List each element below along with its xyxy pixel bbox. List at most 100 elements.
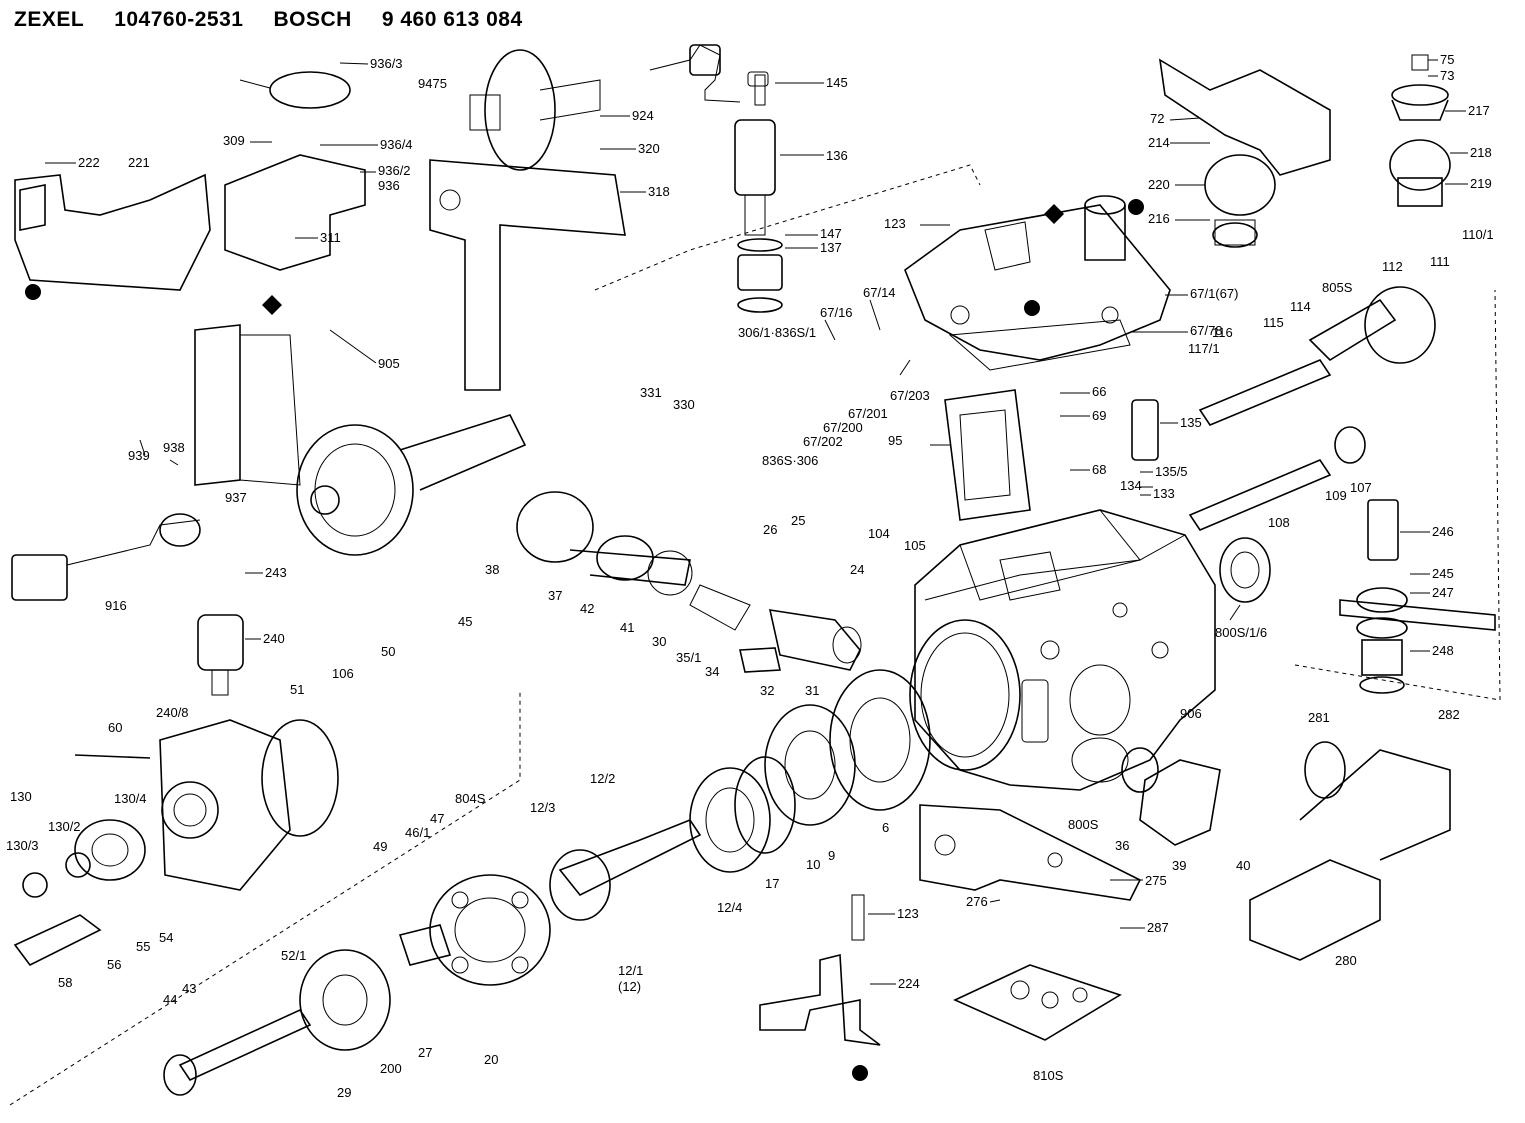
bracket-937 [194,324,301,486]
callout-label: 104 [868,526,890,541]
bracket-224 [759,894,881,1046]
connector-924 [649,44,741,103]
vacuum-unit-924 [469,49,601,171]
callout-label: 220 [1148,177,1170,192]
callout-label: 217 [1468,103,1490,118]
callout-label: 218 [1470,145,1492,160]
callout-label: 30 [652,634,666,649]
callout-label: 245 [1432,566,1454,581]
drive-shaft-12-1 [549,819,702,921]
callout-label: 75 [1440,52,1454,67]
callout-label: 67/78 [1190,323,1223,338]
callout-label: 214 [1148,135,1170,150]
filled-diamond-marker [1044,204,1064,224]
callout-label: 137 [820,240,842,255]
cold-start-device-280 [1249,749,1451,961]
callout-label: 800S [1068,817,1099,832]
callout-leader [824,319,836,341]
callout-label: 906 [1180,706,1202,721]
callout-label: 936/4 [380,137,413,152]
callout-label: 67/202 [803,434,843,449]
callout-label: 24 [850,562,864,577]
callout-label: 42 [580,601,594,616]
flange-6 [734,669,931,854]
callout-label: 67/203 [890,388,930,403]
filled-diamond-marker [262,295,282,315]
pump-housing [909,509,1216,791]
callout-label: 39 [1172,858,1186,873]
lever-assembly-246 [1339,499,1496,694]
filled-circle-marker [1128,199,1144,215]
callout-label: 27 [418,1045,432,1060]
callout-label: 306/1·836S/1 [738,325,816,340]
callout-label: 219 [1470,176,1492,191]
callout-label: 222 [78,155,100,170]
callout-label: 147 [820,226,842,241]
callout-label: 804S [455,791,486,806]
callout-label: 6 [882,820,889,835]
callout-label: 130/2 [48,819,81,834]
callout-label: 32 [760,683,774,698]
callout-label: 58 [58,975,72,990]
callout-label: 108 [1268,515,1290,530]
seal-800s-1-6 [1219,537,1271,603]
callout-label: 134 [1120,478,1142,493]
cold-start-connector-916 [11,513,201,601]
callout-label: 280 [1335,953,1357,968]
callout-label: 936/3 [370,56,403,71]
callout-label: 243 [265,565,287,580]
valve-135 [1131,399,1159,461]
callout-label: 55 [136,939,150,954]
callout-label: 248 [1432,643,1454,658]
callout-label: 939 [128,448,150,463]
fitting-58 [13,914,102,967]
callout-label: 54 [159,930,173,945]
plunger-assembly-37 [516,491,751,631]
callout-label: 12/2 [590,771,615,786]
callout-label: 924 [632,108,654,123]
callout-leader [139,439,146,456]
callout-label: 29 [337,1085,351,1100]
callout-label: 26 [763,522,777,537]
callout-label: 67/200 [823,420,863,435]
solenoid-240 [197,614,244,696]
distributor-head-50 [159,719,339,891]
callout-label: 69 [1092,408,1106,423]
callout-label: 34 [705,664,719,679]
maker-bosch: BOSCH [273,8,352,31]
callout-label: 916 [105,598,127,613]
callout-label: 275 [1145,873,1167,888]
callout-label: 31 [805,683,819,698]
callout-label: 216 [1148,211,1170,226]
callout-label: 800S/1/6 [1215,625,1267,640]
filled-circle-marker [25,284,41,300]
cover-39 [1121,747,1221,846]
callout-label: 123 [897,906,919,921]
callout-label: 72 [1150,111,1164,126]
callout-leader [169,459,179,466]
shaft-108 [1188,426,1366,531]
callout-label: 905 [378,356,400,371]
bracket-936 [224,71,366,271]
bosch-part-number: 9 460 613 084 [381,8,523,31]
callout-label: 117/1 [1188,341,1220,356]
spring-assembly-218 [1389,54,1451,207]
callout-label: 320 [638,141,660,156]
callout-label: 41 [620,620,634,635]
callout-label: 123 [884,216,906,231]
filled-circle-marker [852,1065,868,1081]
callout-label: 95 [888,433,902,448]
callout-label: 240 [263,631,285,646]
callout-label: 224 [898,976,920,991]
callout-label: 25 [791,513,805,528]
filled-circle-marker [1024,300,1040,316]
diagram-header: ZEXEL 104760-2531 BOSCH 9 460 613 084 [14,8,523,32]
callout-label: 67/16 [820,305,853,320]
callout-label: 109 [1325,488,1347,503]
callout-label: 45 [458,614,472,629]
callout-label: 281 [1308,710,1330,725]
timing-unit-95 [944,389,1031,521]
callout-label: 145 [826,75,848,90]
callout-label: (12) [618,979,641,994]
callout-label: 246 [1432,524,1454,539]
